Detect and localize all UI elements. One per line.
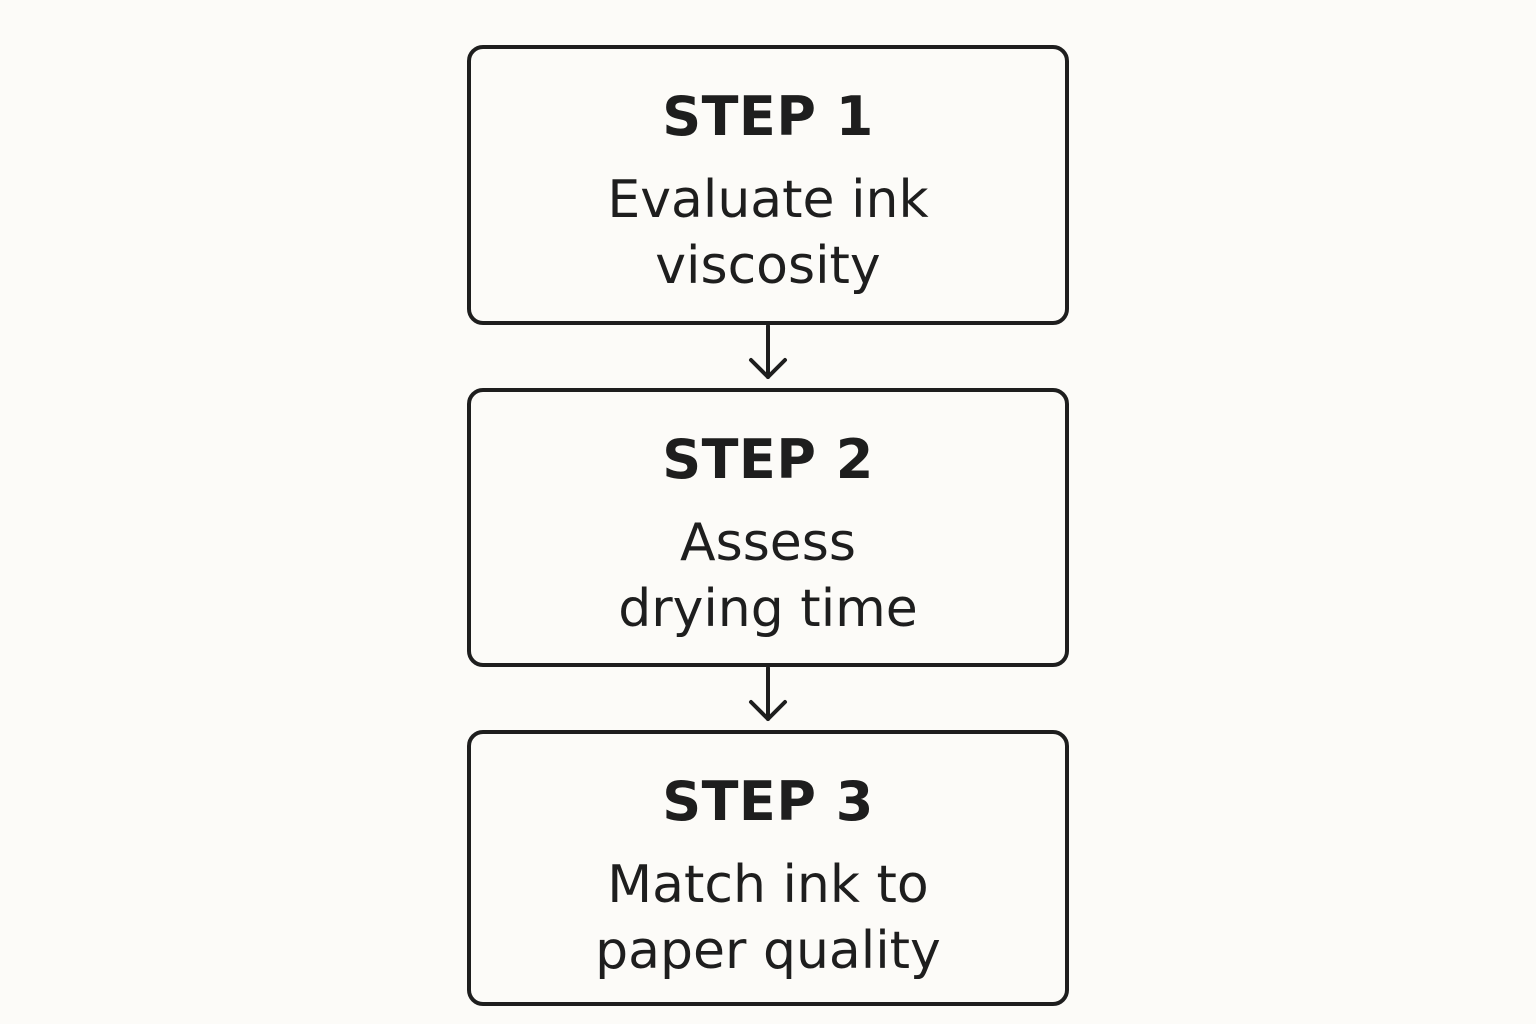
step-3-description-line-2: paper quality [595, 921, 941, 981]
step-3-description-line-1: Match ink to [607, 855, 929, 915]
step-3-title: STEP 3 [662, 770, 874, 833]
step-2-description: Assess drying time [471, 510, 1065, 642]
step-1-description-line-2: viscosity [655, 236, 881, 296]
step-2-description-line-1: Assess [680, 513, 856, 573]
step-1-description-line-1: Evaluate ink [607, 170, 929, 230]
arrow-step-2-to-step-3 [749, 666, 787, 721]
step-3-description: Match ink to paper quality [471, 852, 1065, 984]
step-2-box: STEP 2 Assess drying time [467, 388, 1069, 667]
step-1-title: STEP 1 [662, 85, 874, 148]
step-2-title: STEP 2 [662, 428, 874, 491]
step-2-description-line-2: drying time [618, 579, 918, 639]
step-1-box: STEP 1 Evaluate ink viscosity [467, 45, 1069, 325]
step-1-description: Evaluate ink viscosity [471, 167, 1065, 299]
arrow-step-1-to-step-2 [749, 324, 787, 379]
step-3-box: STEP 3 Match ink to paper quality [467, 730, 1069, 1006]
